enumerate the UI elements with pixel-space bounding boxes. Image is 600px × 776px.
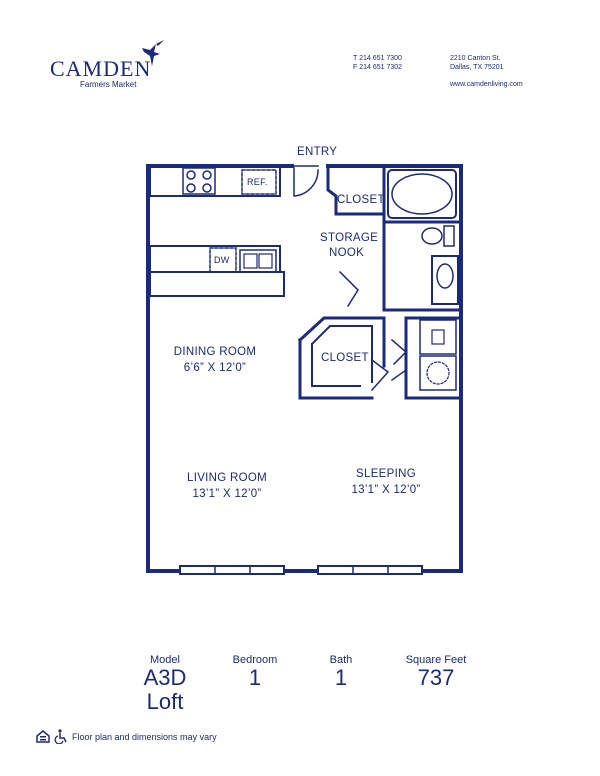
hummingbird-icon (142, 40, 164, 66)
dishwasher-label: DW (214, 255, 230, 265)
living-room-name: LIVING ROOM (187, 472, 267, 484)
dining-room-size: 6’6” X 12’0” (183, 362, 247, 374)
bedroom-label: Bedroom (232, 654, 278, 666)
storage-label-1: STORAGE (320, 232, 379, 244)
community-name: Farmers Market (80, 80, 137, 89)
bedroom-value: 1 (248, 665, 262, 690)
disclaimer-text: Floor plan and dimensions may vary (72, 732, 217, 742)
street-text: 2210 Canton St. (450, 55, 501, 62)
refrigerator-label: REF. (247, 177, 268, 187)
website-link[interactable]: www.camdenliving.com (450, 81, 523, 88)
model-label: Model (150, 654, 180, 666)
bath-stat: Bath 1 (306, 654, 376, 690)
sleeping-name: SLEEPING (356, 468, 416, 480)
bedroom-stat: Bedroom 1 (220, 654, 290, 690)
square-feet-label: Square Feet (405, 654, 467, 666)
accessibility-icon (54, 729, 67, 744)
equal-housing-icon (36, 730, 50, 743)
contact-address: 2210 Canton St. Dallas, TX 75201 (450, 54, 504, 72)
living-room-size: 13’1” X 12’0” (192, 488, 262, 500)
model-value: A3D (143, 665, 187, 690)
bath-value: 1 (334, 665, 348, 690)
storage-label-2: NOOK (329, 247, 365, 259)
contact-phones: T 214 651 7300 F 214 651 7302 (353, 54, 402, 72)
entry-label: ENTRY (297, 146, 338, 158)
city-text: Dallas, TX 75201 (450, 64, 504, 71)
closet-top-label: CLOSET (337, 194, 385, 206)
square-feet-stat: Square Feet 737 (394, 654, 478, 690)
sleeping-size: 13’1” X 12’0” (351, 484, 421, 496)
model-stat: Model A3D Loft (130, 654, 200, 714)
square-feet-value: 737 (417, 665, 455, 690)
model-subvalue: Loft (146, 689, 184, 714)
dining-room-name: DINING ROOM (173, 346, 257, 358)
bath-label: Bath (329, 654, 353, 666)
fax-text: F 214 651 7302 (353, 64, 403, 71)
phone-text: T 214 651 7300 (353, 55, 402, 62)
brand-logo-text: CAMDEN (50, 56, 152, 81)
closet-mid-label: CLOSET (321, 352, 369, 364)
